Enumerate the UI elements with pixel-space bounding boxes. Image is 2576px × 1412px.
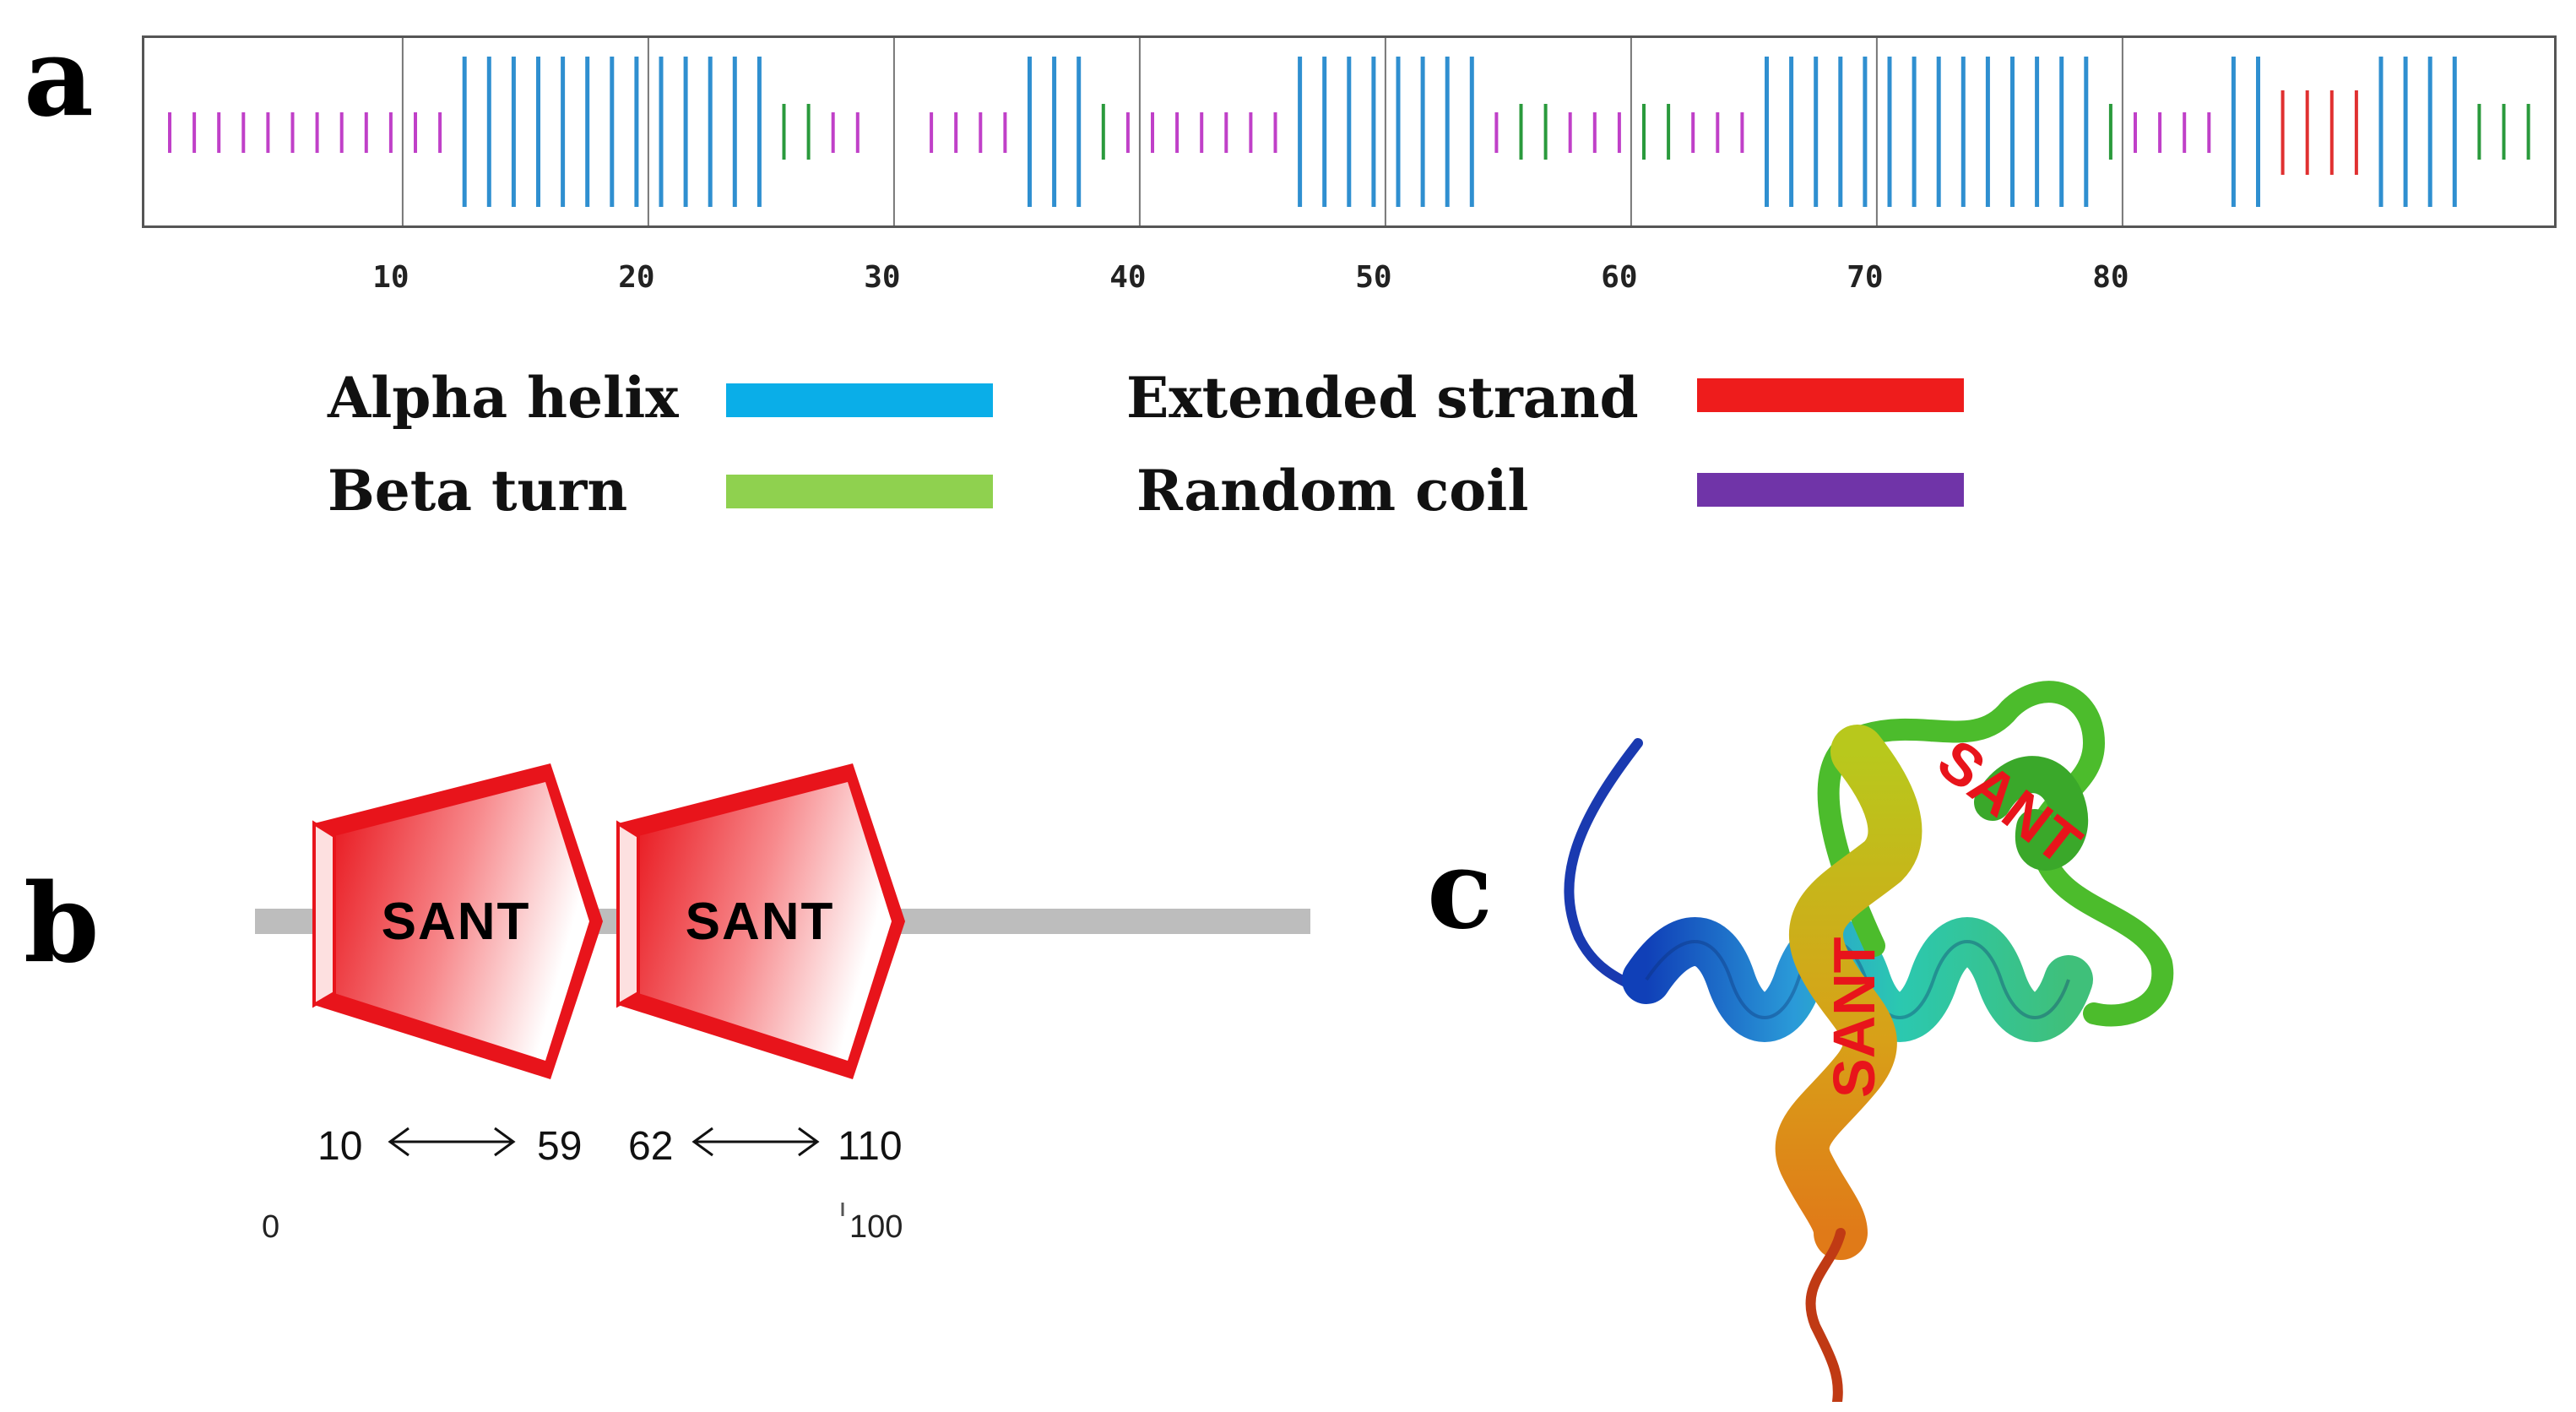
helix-vertical [1775,725,1923,1260]
range-arrow-2 [691,1127,820,1157]
legend-swatch-random-coil [1697,473,1964,507]
domain-2-end: 110 [838,1124,903,1169]
tick-label: 70 [1847,260,1884,295]
legend-label-alpha-helix: Alpha helix [328,365,679,431]
domain-architecture: SANT SANT [255,763,1310,1216]
axis-label-0: 0 [262,1209,280,1245]
domain-label: SANT [382,893,531,951]
tick-label: 40 [1109,260,1147,295]
domain-1-start: 10 [317,1124,363,1169]
legend-label-extended-strand: Extended strand [1126,365,1639,431]
legend-swatch-beta-turn [726,475,993,508]
secondary-structure-track [142,35,2557,228]
tick-label: 20 [618,260,655,295]
domain-1-end: 59 [537,1124,583,1169]
legend-swatch-alpha-helix [726,383,993,417]
domain-2-start: 62 [628,1124,674,1169]
panel-label-b: b [24,861,100,987]
tick-label: 50 [1355,260,1392,295]
legend-label-beta-turn: Beta turn [328,458,628,524]
legend-label-random-coil: Random coil [1136,458,1529,524]
c-terminal-tail [1805,1228,1846,1402]
tick-label: 60 [1601,260,1638,295]
tick-label: 80 [2092,260,2129,295]
axis-label-100: 100 [849,1209,903,1245]
track-bars [168,38,2530,225]
tick-label: 10 [372,260,409,295]
range-arrow-1 [388,1127,516,1157]
sant-domain-2: SANT [616,763,905,1079]
ribbon-structure: SANT SANT [1564,681,2174,1402]
legend-swatch-extended-strand [1697,378,1964,412]
green-helix [1974,756,2089,871]
n-terminal-loop [1564,738,1651,997]
structure-label-sant-vertical: SANT [1821,937,1887,1098]
sant-domain-1: SANT [312,763,603,1079]
panel-label-a: a [24,14,94,141]
domain-label: SANT [686,893,835,951]
panel-label-c: c [1427,827,1493,953]
tick-label: 30 [864,260,901,295]
